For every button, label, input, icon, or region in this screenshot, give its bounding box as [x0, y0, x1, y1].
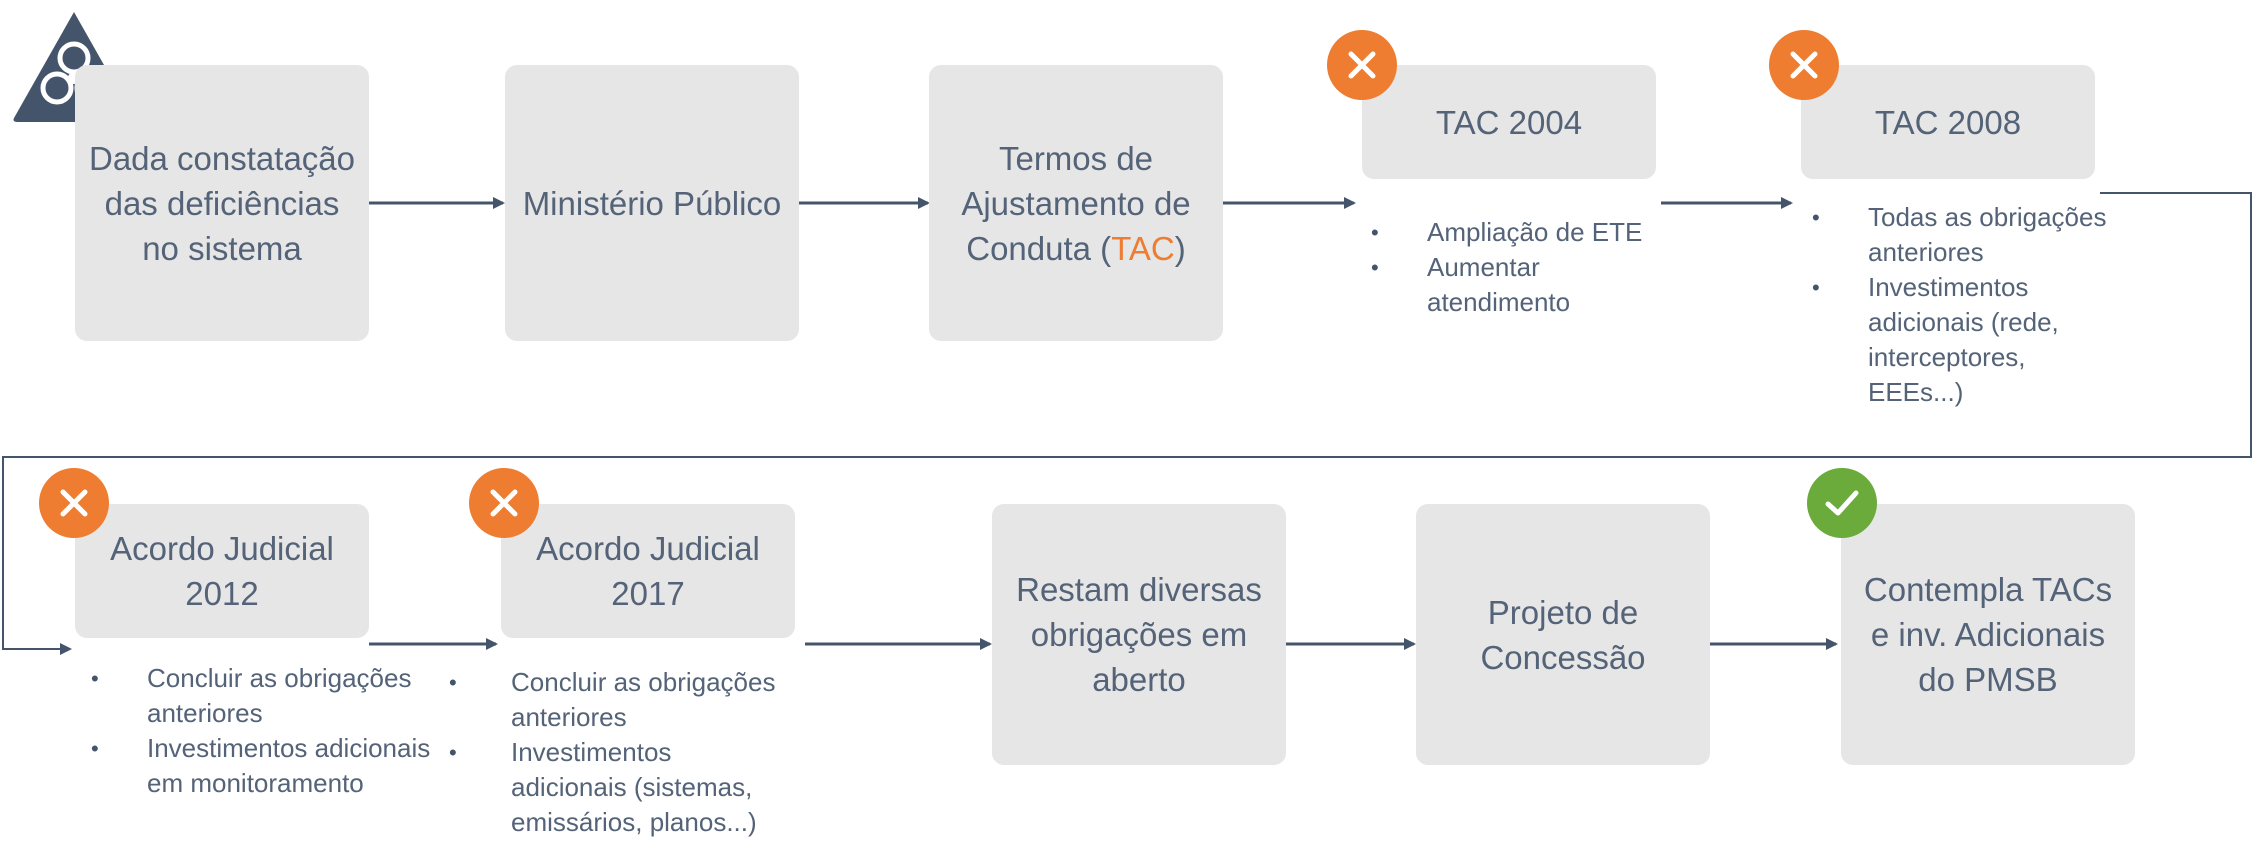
- list-item: Concluir as obrigações anteriores: [445, 665, 785, 735]
- x-icon: [39, 468, 109, 538]
- step-tac-2008: TAC 2008: [1801, 65, 2095, 179]
- tac-2008-bullets: Todas as obrigações anteriores Investime…: [1808, 200, 2118, 410]
- x-icon: [1327, 30, 1397, 100]
- list-item: Investimentos adicionais (sistemas, emis…: [445, 735, 785, 840]
- acordo-2017-bullets: Concluir as obrigações anteriores Invest…: [445, 665, 785, 840]
- list-item: Investimentos adicionais em monitorament…: [87, 731, 457, 801]
- step-acordo-2017: Acordo Judicial 2017: [501, 504, 795, 638]
- list-item: Investimentos adicionais (rede, intercep…: [1808, 270, 2118, 410]
- step-tac-2004: TAC 2004: [1362, 65, 1656, 179]
- tac-2004-title: TAC 2004: [1435, 103, 1583, 141]
- tac-highlight: TAC: [1111, 229, 1175, 267]
- list-item: Todas as obrigações anteriores: [1808, 200, 2118, 270]
- contempla-label: Contempla TACs e inv. Adicionais do PMSB: [1863, 571, 2113, 698]
- list-item: Aumentar atendimento: [1367, 250, 1667, 320]
- step-tac: Termos de Ajustamento de Conduta (TAC): [929, 65, 1223, 341]
- x-icon: [469, 468, 539, 538]
- acordo-2012-title: Acordo Judicial 2012: [110, 530, 334, 612]
- step-ministerio-publico: Ministério Público: [505, 65, 799, 341]
- wrap-connector: [2, 192, 2252, 655]
- tac-2004-bullets: Ampliação de ETE Aumentar atendimento: [1367, 215, 1667, 320]
- list-item: Ampliação de ETE: [1367, 215, 1667, 250]
- step-acordo-2012: Acordo Judicial 2012: [75, 504, 369, 638]
- projeto-label: Projeto de Concessão: [1480, 593, 1646, 676]
- step-contempla: Contempla TACs e inv. Adicionais do PMSB: [1841, 504, 2135, 765]
- acordo-2012-bullets: Concluir as obrigações anteriores Invest…: [87, 661, 457, 801]
- restam-label: Restam diversas obrigações em aberto: [1016, 571, 1262, 698]
- step-constatacao: Dada constatação das deficiências no sis…: [75, 65, 369, 341]
- list-item: Concluir as obrigações anteriores: [87, 661, 457, 731]
- step-constatacao-label: Dada constatação das deficiências no sis…: [88, 139, 355, 267]
- acordo-2017-title: Acordo Judicial 2017: [536, 530, 760, 612]
- step-tac-label: Termos de Ajustamento de Conduta (TAC): [961, 139, 1191, 267]
- tac-2008-title: TAC 2008: [1874, 103, 2022, 141]
- step-projeto-concessao: Projeto de Concessão: [1416, 504, 1710, 765]
- step-restam-obrigacoes: Restam diversas obrigações em aberto: [992, 504, 1286, 765]
- check-icon: [1807, 468, 1877, 538]
- step-ministerio-label: Ministério Público: [522, 184, 782, 222]
- x-icon: [1769, 30, 1839, 100]
